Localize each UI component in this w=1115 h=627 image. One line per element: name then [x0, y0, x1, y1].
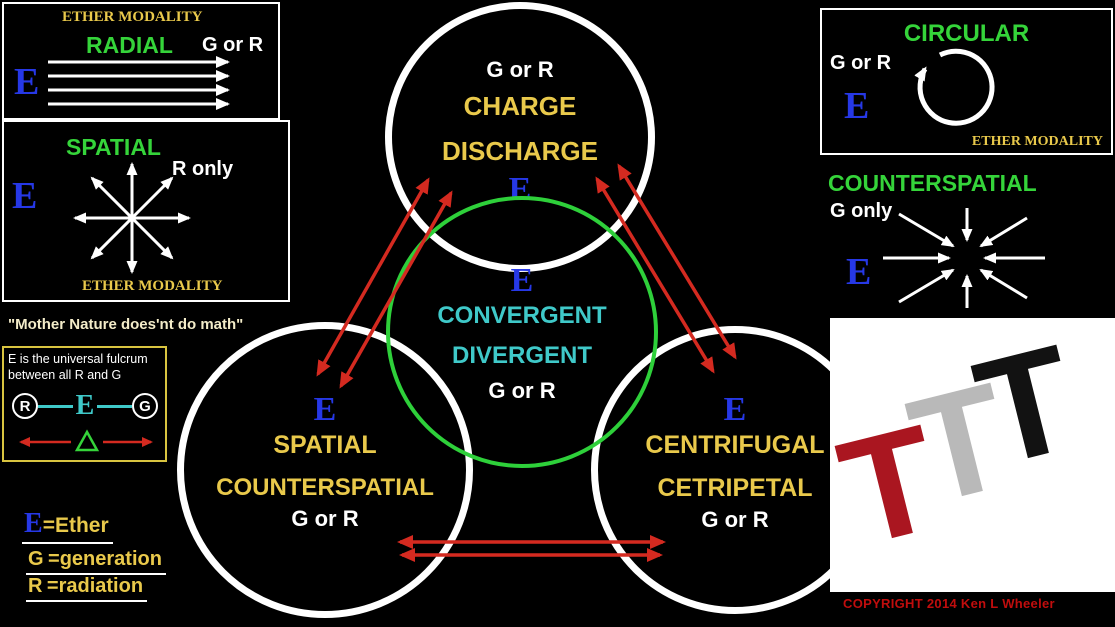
fulcrum-arrows-icon: [19, 429, 153, 452]
discharge-label: DISCHARGE: [441, 136, 598, 166]
fulcrum-ether-node: E: [75, 390, 95, 421]
spatial-panel-mode: R only: [172, 158, 234, 180]
fulcrum-triangle-icon: [74, 429, 100, 452]
legend-radiation-label: =radiation: [46, 575, 144, 597]
legend-ether-symbol: E: [24, 508, 43, 539]
fulcrum-diagram: R E G: [12, 390, 158, 422]
radiation-node: R: [12, 393, 38, 419]
centripetal-label: CETRIPETAL: [657, 474, 813, 502]
spatial-label: SPATIAL: [273, 431, 377, 459]
convergent-divergent-circle: E CONVERGENT DIVERGENT G or R: [386, 196, 658, 468]
fulcrum-link-right: [97, 404, 132, 408]
centrifugal-circle-mode: G or R: [701, 507, 769, 532]
ether-symbol: E: [12, 175, 38, 217]
ether-symbol: E: [14, 61, 40, 103]
legend-radiation: R =radiation: [26, 575, 148, 602]
counterspatial-panel-title: COUNTERSPATIAL: [828, 170, 1037, 196]
ether-symbol: E: [846, 251, 872, 293]
centrifugal-label: CENTRIFUGAL: [645, 431, 825, 459]
counterspatial-modality-panel: COUNTERSPATIAL G only E: [820, 158, 1113, 316]
ether-symbol: E: [313, 391, 337, 428]
charge-circle-mode: G or R: [486, 57, 554, 82]
copyright-text: COPYRIGHT 2014 Ken L Wheeler: [843, 596, 1055, 611]
ether-symbol: E: [723, 391, 747, 428]
convergent-label: CONVERGENT: [437, 302, 607, 329]
circular-panel-title: CIRCULAR: [903, 20, 1030, 47]
counterspatial-panel-mode: G only: [830, 200, 893, 222]
spatial-modality-panel: SPATIAL R only E ETHER MODALITY: [2, 120, 290, 302]
circular-panel-mode: G or R: [830, 52, 892, 74]
legend-generation-symbol: G: [28, 548, 44, 570]
radial-arrows-icon: [48, 56, 230, 110]
circular-arrow-icon: [914, 48, 995, 126]
divergent-label: DIVERGENT: [451, 342, 592, 369]
fulcrum-text-line1: E is the universal fulcrum: [8, 352, 148, 366]
legend-ether: E=Ether: [22, 508, 113, 544]
ether-symbol: E: [844, 85, 870, 127]
convergent-circle-mode: G or R: [488, 378, 556, 403]
legend-generation-label: =generation: [48, 548, 162, 570]
generation-node: G: [132, 393, 158, 419]
legend-ether-label: =Ether: [42, 514, 109, 537]
counterspatial-label: COUNTERSPATIAL: [216, 474, 434, 501]
spatial-panel-footer: ETHER MODALITY: [82, 278, 223, 294]
charge-label: CHARGE: [463, 91, 577, 121]
circular-panel-footer: ETHER MODALITY: [971, 134, 1103, 149]
fulcrum-text-line2: between all R and G: [8, 368, 122, 382]
legend-generation: G =generation: [26, 548, 166, 575]
fulcrum-box: E is the universal fulcrum between all R…: [2, 346, 167, 462]
fulcrum-link-left: [38, 404, 73, 408]
ether-symbol: E: [510, 262, 534, 299]
radial-panel-header: ETHER MODALITY: [62, 9, 203, 25]
spatial-panel-title: SPATIAL: [66, 134, 161, 160]
legend-radiation-symbol: R: [28, 575, 43, 597]
spatial-circle-mode: G or R: [291, 506, 359, 531]
radial-modality-panel: ETHER MODALITY RADIAL G or R E: [2, 2, 280, 120]
ttt-logo-box: T T T: [830, 318, 1115, 592]
circular-modality-panel: CIRCULAR G or R E ETHER MODALITY: [820, 8, 1113, 155]
spatial-arrows-icon: [73, 162, 191, 274]
counterspatial-arrows-icon: [883, 208, 1045, 308]
mother-nature-quote: "Mother Nature does'nt do math": [8, 316, 244, 333]
radial-panel-title: RADIAL: [86, 32, 173, 58]
radial-panel-mode: G or R: [202, 34, 264, 56]
